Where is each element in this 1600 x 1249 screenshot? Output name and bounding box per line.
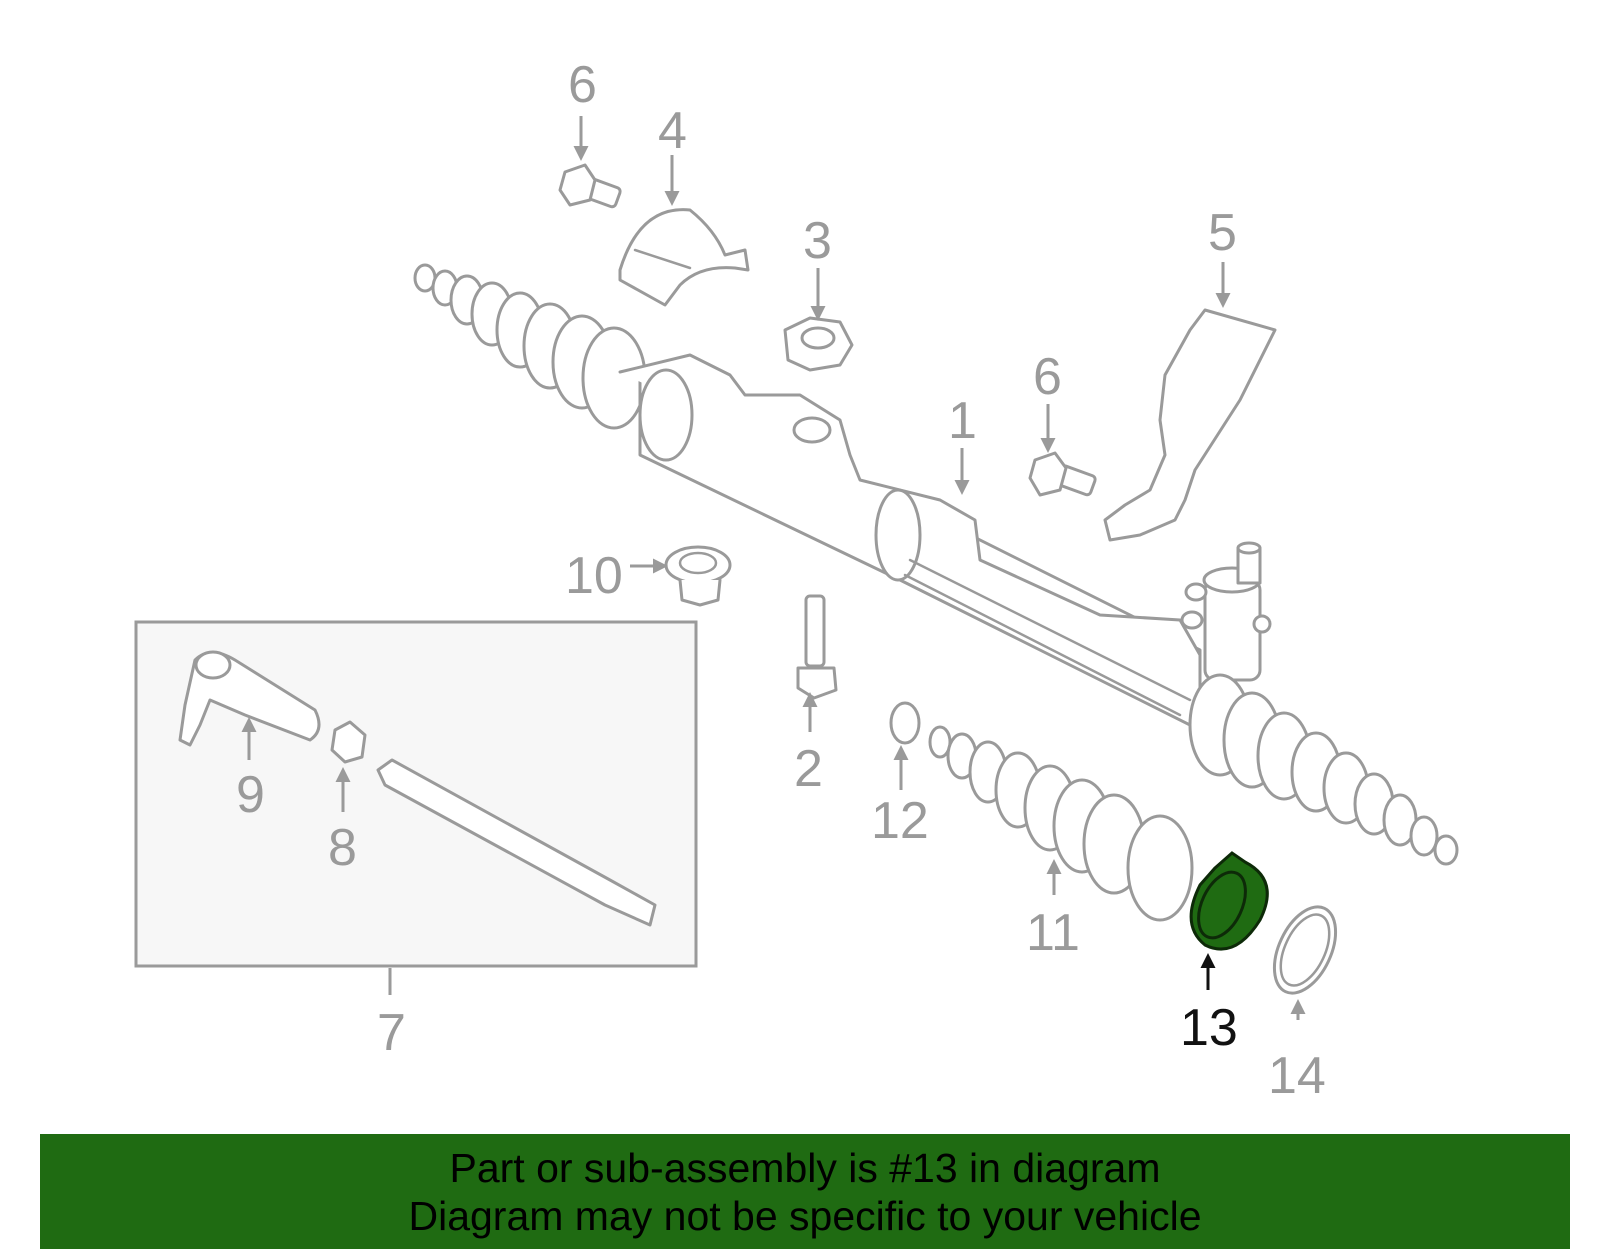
callout-3: 3 [803, 212, 832, 270]
bolt-6-right [1028, 451, 1097, 497]
clamp-12 [889, 701, 921, 745]
callout-10: 10 [565, 547, 623, 605]
banner-line-1: Part or sub-assembly is #13 in diagram [449, 1145, 1161, 1191]
rack-right-boot [1188, 673, 1459, 866]
rack-left-boot [413, 263, 647, 430]
ring-14 [1272, 905, 1338, 995]
banner-line-2: Diagram may not be specific to your vehi… [408, 1193, 1202, 1239]
bolt-6-top [558, 163, 622, 209]
callout-2: 2 [794, 740, 823, 798]
callout-11: 11 [1026, 904, 1080, 962]
bolt-2 [796, 594, 838, 700]
boot-11 [928, 725, 1194, 922]
callout-1: 1 [948, 392, 977, 450]
callout-9: 9 [236, 766, 265, 824]
highlighted-clamp-13 [1189, 851, 1269, 951]
callout-6-right: 6 [1033, 348, 1062, 406]
callout-12: 12 [871, 792, 929, 850]
inner-tie-rod [376, 758, 657, 927]
callout-8: 8 [328, 819, 357, 877]
bracket-5 [1103, 308, 1277, 542]
nut-3 [783, 316, 854, 372]
steering-rack [413, 263, 1459, 866]
callout-6-top: 6 [568, 56, 597, 114]
callout-4: 4 [658, 102, 687, 160]
nut-8 [330, 720, 367, 764]
callout-14: 14 [1268, 1047, 1326, 1105]
callout-13: 13 [1180, 999, 1238, 1057]
callout-5: 5 [1208, 204, 1237, 262]
callout-7: 7 [377, 1004, 406, 1062]
mount-clamp [618, 208, 750, 307]
info-banner: Part or sub-assembly is #13 in diagram D… [40, 1134, 1570, 1249]
bushing-10 [664, 545, 732, 607]
